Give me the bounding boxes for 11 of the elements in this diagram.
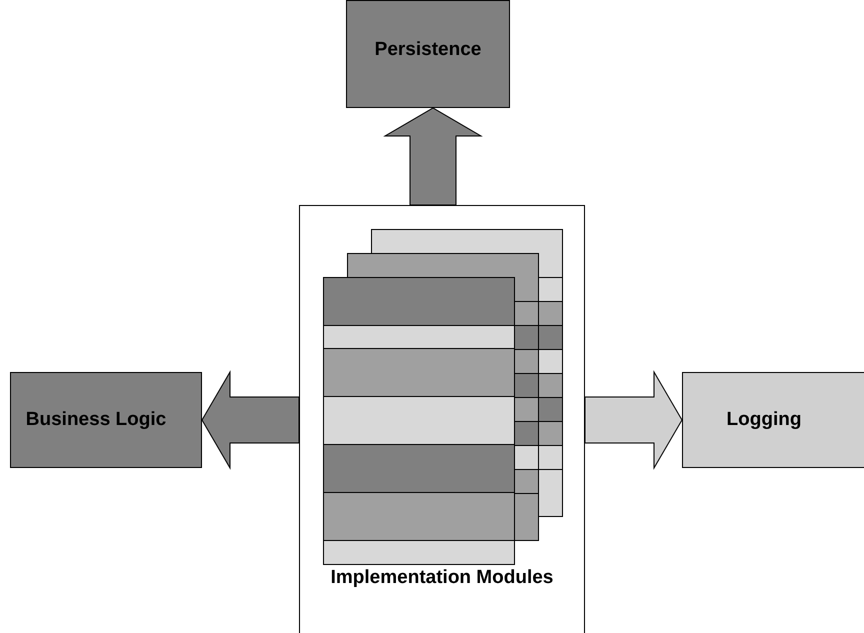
- component-label: Logging: [726, 408, 802, 432]
- block-arrow: [383, 107, 483, 206]
- component-box: [346, 0, 510, 108]
- component-label: Persistence: [374, 38, 482, 62]
- component-label: Implementation Modules: [330, 566, 554, 590]
- component-label: Business Logic: [24, 408, 168, 432]
- component-box: [299, 205, 585, 633]
- component-box: [10, 372, 202, 468]
- block-arrow: [584, 370, 683, 470]
- component-box: [682, 372, 864, 468]
- block-arrow: [201, 370, 300, 470]
